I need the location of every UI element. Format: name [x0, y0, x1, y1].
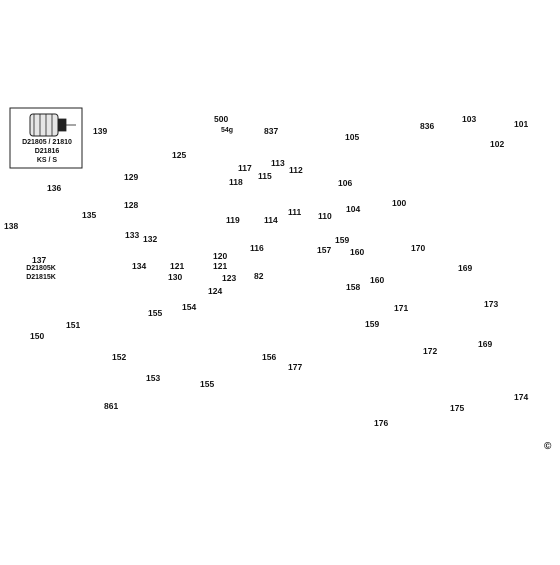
part-label-158: 158 — [346, 282, 361, 292]
part-label-169-mid: 169 — [478, 339, 493, 349]
part-label-159-top: 159 — [335, 235, 350, 245]
part-label-101: 101 — [514, 119, 529, 129]
part-label-117: 117 — [238, 163, 252, 173]
keyless-chuck-icon — [29, 113, 76, 137]
part-label-171: 171 — [394, 303, 409, 313]
part-label-105: 105 — [345, 132, 360, 142]
part-label-139: 139 — [93, 126, 108, 136]
part-label-114: 114 — [264, 215, 278, 225]
models-line-3: KS / S — [36, 157, 58, 164]
part-label-157: 157 — [317, 245, 332, 255]
chuck-models-line-2: D21815K — [26, 274, 56, 281]
part-label-154: 154 — [182, 302, 197, 312]
part-label-102: 102 — [490, 139, 505, 149]
part-label-123: 123 — [222, 273, 237, 283]
part-label-119: 119 — [226, 215, 240, 225]
copyright-mark: © — [544, 441, 552, 452]
part-label-136: 136 — [47, 183, 62, 193]
part-label-111: 111 — [288, 207, 302, 217]
part-label-120: 120 — [213, 251, 228, 261]
models-line-2: D21816 — [34, 148, 60, 155]
part-label-861: 861 — [104, 401, 119, 411]
part-label-169-top: 169 — [458, 263, 473, 273]
part-label-173: 173 — [484, 299, 499, 309]
part-label-160-top: 160 — [350, 247, 365, 257]
part-label-172: 172 — [423, 346, 438, 356]
part-label-133: 133 — [125, 230, 140, 240]
part-label-175: 175 — [450, 403, 465, 413]
part-label-116: 116 — [250, 243, 264, 253]
part-label-153: 153 — [146, 373, 161, 383]
part-label-500: 500 — [214, 114, 229, 124]
part-label-132: 132 — [143, 234, 158, 244]
part-label-151: 151 — [66, 320, 81, 330]
part-label-104: 104 — [346, 204, 361, 214]
part-label-124: 124 — [208, 286, 223, 296]
part-label-113: 113 — [271, 158, 285, 168]
part-label-129: 129 — [124, 172, 139, 182]
part-label-130: 130 — [168, 272, 183, 282]
part-label-134: 134 — [132, 261, 147, 271]
part-label-156: 156 — [262, 352, 277, 362]
part-label-138: 138 — [4, 221, 19, 231]
part-label-177: 177 — [288, 362, 303, 372]
part-label-176: 176 — [374, 418, 389, 428]
part-label-106: 106 — [338, 178, 353, 188]
part-label-159-mid: 159 — [365, 319, 380, 329]
part-label-103: 103 — [462, 114, 477, 124]
part-label-82: 82 — [254, 271, 264, 281]
part-label-121-right: 121 — [213, 261, 228, 271]
part-label-137: 137 — [32, 255, 47, 265]
chuck-models-line-1: D21805K — [26, 265, 56, 272]
part-label-128: 128 — [124, 200, 139, 210]
part-label-155-top: 155 — [148, 308, 163, 318]
part-label-112: 112 — [289, 165, 303, 175]
part-label-118: 118 — [229, 177, 243, 187]
part-label-121-left: 121 — [170, 261, 185, 271]
part-label-170: 170 — [411, 243, 426, 253]
part-label-135: 135 — [82, 210, 97, 220]
part-label-100: 100 — [392, 198, 407, 208]
part-label-150: 150 — [30, 331, 45, 341]
part-label-110: 110 — [318, 211, 332, 221]
grease-weight-note: 54g — [221, 127, 234, 134]
models-line-1: D21805 / 21810 — [22, 139, 72, 146]
part-label-160-mid: 160 — [370, 275, 385, 285]
part-label-152: 152 — [112, 352, 127, 362]
part-label-836: 836 — [420, 121, 435, 131]
part-label-174: 174 — [514, 392, 529, 402]
part-label-837: 837 — [264, 126, 279, 136]
part-label-125: 125 — [172, 150, 187, 160]
part-label-115: 115 — [258, 171, 272, 181]
part-label-155-bottom: 155 — [200, 379, 215, 389]
